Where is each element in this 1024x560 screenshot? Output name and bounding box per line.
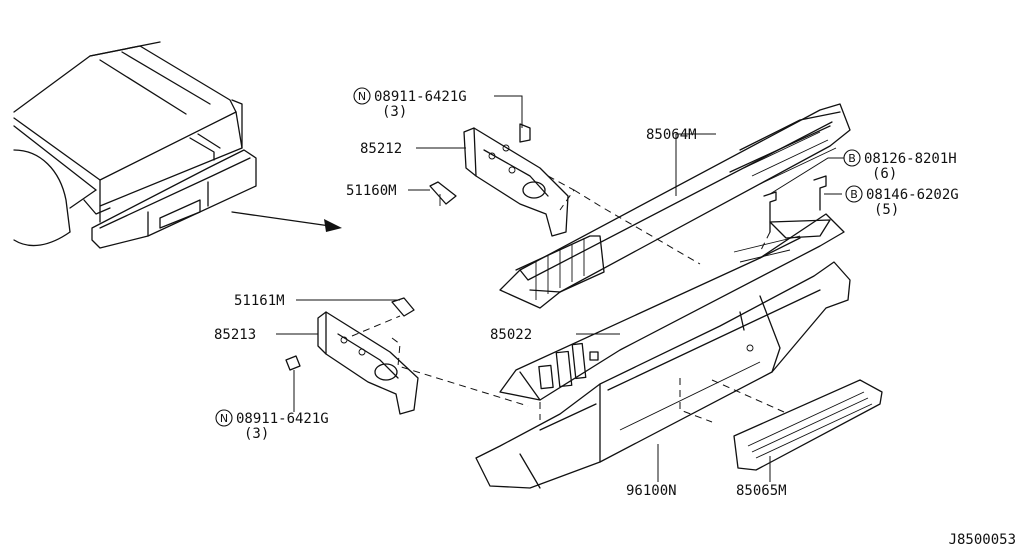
diagram-code: J8500053	[949, 532, 1016, 548]
part-qty: (5)	[874, 202, 899, 218]
bumper-96100n-illustration	[475, 261, 851, 489]
part-prefix: N	[220, 412, 228, 425]
part-label-85212: 85212	[360, 141, 402, 157]
part-number: 08146-6202G	[866, 187, 959, 203]
part-prefix: B	[850, 188, 858, 201]
bracket-85212-illustration	[429, 123, 569, 237]
bracket-85213-illustration	[285, 297, 419, 415]
part-number: 08911-6421G	[236, 411, 329, 427]
part-label-96100n: 96100N	[626, 483, 677, 499]
part-qty: (3)	[382, 104, 407, 120]
part-label-85213: 85213	[214, 327, 256, 343]
part-label-08911-6421g-bottom: N 08911-6421G (3)	[215, 409, 329, 442]
direction-arrow	[231, 211, 342, 232]
step-pad-85065m-illustration	[733, 379, 883, 471]
part-label-85065m: 85065M	[736, 483, 787, 499]
part-qty: (3)	[244, 426, 269, 442]
part-prefix: N	[358, 90, 366, 103]
leader-lines	[276, 95, 844, 482]
part-label-85064m: 85064M	[646, 127, 697, 143]
part-number: 08911-6421G	[374, 89, 467, 105]
part-number: 08126-8201H	[864, 151, 957, 167]
part-label-08126-8201h: B 08126-8201H (6)	[843, 149, 957, 182]
alignment-lines	[351, 175, 785, 423]
part-label-51161m: 51161M	[234, 293, 285, 309]
step-pad-85064m-illustration	[499, 103, 851, 309]
part-qty: (6)	[872, 166, 897, 182]
reinforcement-85022-illustration	[499, 213, 845, 401]
part-prefix: B	[848, 152, 856, 165]
part-label-51160m: 51160M	[346, 183, 397, 199]
part-label-08146-6202g: B 08146-6202G (5)	[845, 185, 959, 218]
part-label-08911-6421g-top: N 08911-6421G (3)	[353, 87, 467, 120]
part-label-85022: 85022	[490, 327, 532, 343]
truck-rear-illustration	[13, 41, 257, 249]
